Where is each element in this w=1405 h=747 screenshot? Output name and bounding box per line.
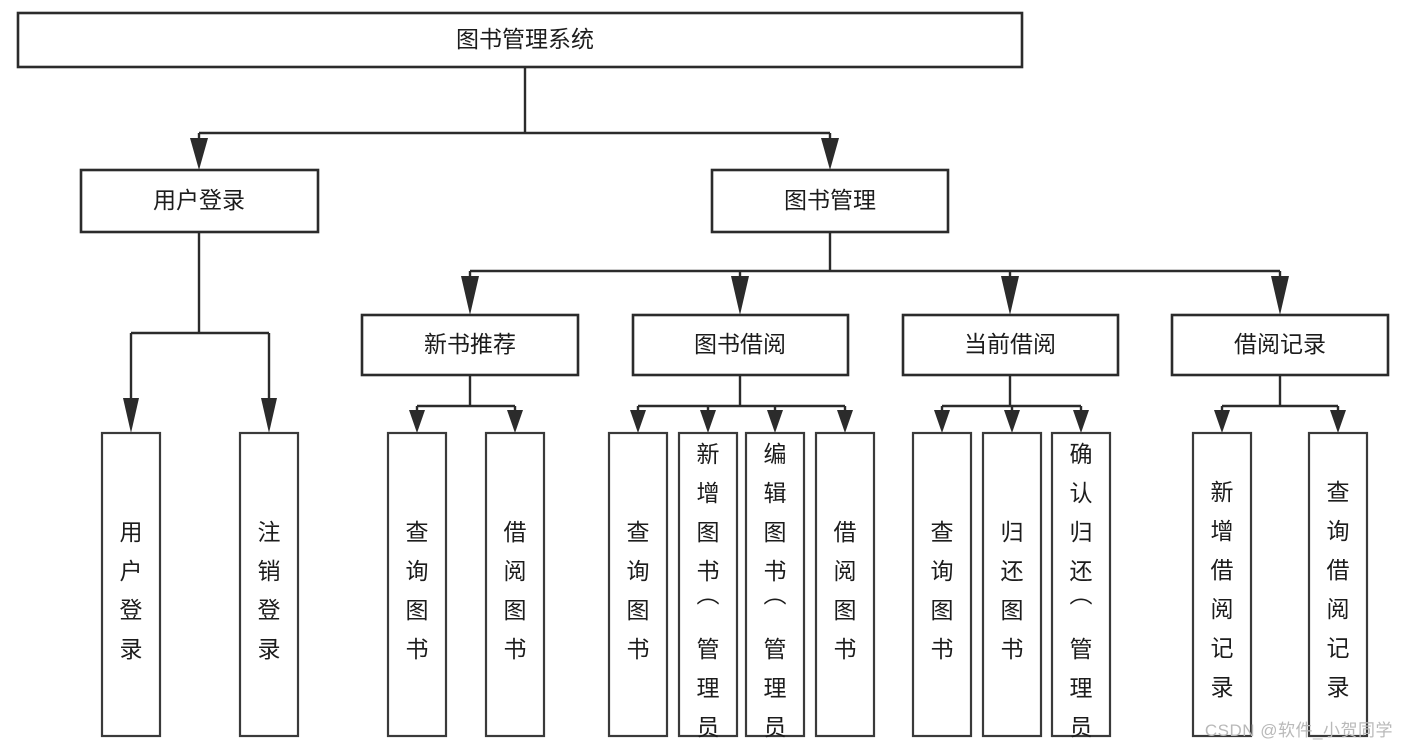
node-leaf-rec-add-box[interactable] bbox=[1191, 431, 1253, 738]
node-leaf-cur-query-label: 查询图书 bbox=[931, 519, 954, 662]
connector-bookborrow-to-leaves bbox=[630, 375, 853, 433]
node-leaf-cur-confirm-label: 确认归还⌒管理员⌄ bbox=[1070, 441, 1093, 747]
node-borrow-record-label: 借阅记录 bbox=[1234, 331, 1326, 357]
node-leaf-rec-borrow-label: 借阅图书 bbox=[504, 519, 527, 662]
node-leaf-borrow-lend-box[interactable] bbox=[814, 431, 876, 738]
arrow-head-current-borrow bbox=[1001, 276, 1019, 315]
node-leaf-rec-query-label: 查询图书 bbox=[406, 519, 429, 662]
node-leaf-cur-query-box[interactable] bbox=[911, 431, 973, 738]
node-borrow-record[interactable]: 借阅记录 bbox=[1170, 313, 1390, 377]
node-book-manage-box[interactable] bbox=[710, 168, 950, 234]
node-book-borrow[interactable]: 图书借阅 bbox=[631, 313, 850, 377]
node-leaf-user-login[interactable]: 用户登录 bbox=[100, 431, 162, 738]
connector-currentborrow-to-leaves bbox=[934, 375, 1089, 433]
node-leaf-borrow-edit-box[interactable] bbox=[744, 431, 806, 738]
node-leaf-rec-query[interactable]: 查询图书 bbox=[386, 431, 448, 738]
node-leaf-cur-confirm-box[interactable] bbox=[1050, 431, 1112, 738]
arrow-head-leaf-borrow-edit bbox=[767, 410, 783, 433]
arrow-head-leaf-borrow-query bbox=[630, 410, 646, 433]
node-user-login-label: 用户登录 bbox=[153, 187, 245, 213]
node-leaf-borrow-lend[interactable]: 借阅图书 bbox=[814, 431, 876, 738]
arrow-head-leaf-user-logout bbox=[261, 398, 277, 433]
node-book-borrow-label: 图书借阅 bbox=[694, 331, 786, 357]
node-leaf-borrow-edit-label: 编辑图书⌒管理员⌄ bbox=[764, 441, 787, 747]
node-leaf-cur-return[interactable]: 归还图书 bbox=[981, 431, 1043, 738]
node-borrow-record-box[interactable] bbox=[1170, 313, 1390, 377]
connector-bookmanage-to-level3 bbox=[461, 232, 1289, 315]
node-book-manage[interactable]: 图书管理 bbox=[710, 168, 950, 234]
node-leaf-rec-add[interactable]: 新增借阅记录 bbox=[1191, 431, 1253, 738]
arrow-head-user-login bbox=[190, 138, 208, 170]
node-leaf-cur-return-box[interactable] bbox=[981, 431, 1043, 738]
node-leaf-borrow-lend-label: 借阅图书 bbox=[834, 519, 857, 662]
node-leaf-user-login-label: 用户登录 bbox=[120, 519, 143, 662]
node-leaf-rec-search[interactable]: 查询借阅记录 bbox=[1307, 431, 1369, 738]
node-book-borrow-box[interactable] bbox=[631, 313, 850, 377]
node-leaf-cur-query[interactable]: 查询图书 bbox=[911, 431, 973, 738]
arrow-head-leaf-rec-query bbox=[409, 410, 425, 433]
node-leaf-rec-search-label: 查询借阅记录 bbox=[1327, 479, 1350, 700]
node-current-borrow[interactable]: 当前借阅 bbox=[901, 313, 1120, 377]
node-new-book-rec-box[interactable] bbox=[360, 313, 580, 377]
node-root-box[interactable] bbox=[16, 11, 1024, 69]
arrow-head-book-manage bbox=[821, 138, 839, 170]
node-current-borrow-box[interactable] bbox=[901, 313, 1120, 377]
node-book-manage-label: 图书管理 bbox=[784, 187, 876, 213]
node-leaf-rec-query-box[interactable] bbox=[386, 431, 448, 738]
node-leaf-user-login-box[interactable] bbox=[100, 431, 162, 738]
node-leaf-rec-borrow-box[interactable] bbox=[484, 431, 546, 738]
node-leaf-borrow-add-label: 新增图书⌒管理员⌄ bbox=[697, 441, 720, 747]
connector-borrowrecord-to-leaves bbox=[1214, 375, 1346, 433]
node-root-label: 图书管理系统 bbox=[456, 26, 594, 52]
arrow-head-leaf-user-login bbox=[123, 398, 139, 433]
node-root[interactable]: 图书管理系统 bbox=[16, 11, 1024, 69]
node-leaf-user-logout-box[interactable] bbox=[238, 431, 300, 738]
arrow-head-leaf-rec-borrow bbox=[507, 410, 523, 433]
arrow-head-leaf-cur-confirm bbox=[1073, 410, 1089, 433]
node-leaf-borrow-query-label: 查询图书 bbox=[627, 519, 650, 662]
arrow-head-leaf-borrow-lend bbox=[837, 410, 853, 433]
arrow-head-leaf-cur-query bbox=[934, 410, 950, 433]
csdn-watermark: CSDN @软件_小贺同学 bbox=[1204, 721, 1393, 740]
node-new-book-rec-label: 新书推荐 bbox=[424, 331, 516, 357]
node-current-borrow-label: 当前借阅 bbox=[964, 331, 1056, 357]
arrow-head-borrow-record bbox=[1271, 276, 1289, 315]
arrow-head-leaf-cur-return bbox=[1004, 410, 1020, 433]
node-leaf-rec-borrow[interactable]: 借阅图书 bbox=[484, 431, 546, 738]
node-leaf-user-logout-label: 注销登录 bbox=[258, 519, 281, 662]
arrow-head-leaf-rec-search bbox=[1330, 410, 1346, 433]
node-new-book-rec[interactable]: 新书推荐 bbox=[360, 313, 580, 377]
connector-root-to-level2 bbox=[190, 67, 839, 170]
node-leaf-borrow-add-box[interactable] bbox=[677, 431, 739, 738]
node-leaf-rec-search-box[interactable] bbox=[1307, 431, 1369, 738]
node-user-login-box[interactable] bbox=[79, 168, 320, 234]
node-leaf-cur-return-label: 归还图书 bbox=[1001, 519, 1024, 662]
arrow-head-leaf-borrow-add bbox=[700, 410, 716, 433]
node-user-login[interactable]: 用户登录 bbox=[79, 168, 320, 234]
node-leaf-borrow-query-box[interactable] bbox=[607, 431, 669, 738]
arrow-head-book-borrow bbox=[731, 276, 749, 315]
arrow-head-new-book-rec bbox=[461, 276, 479, 315]
node-leaf-borrow-query[interactable]: 查询图书 bbox=[607, 431, 669, 738]
arrow-head-leaf-rec-add bbox=[1214, 410, 1230, 433]
connector-newbookrec-to-leaves bbox=[409, 375, 523, 433]
node-leaf-rec-add-label: 新增借阅记录 bbox=[1211, 479, 1234, 700]
node-leaf-borrow-add[interactable]: 新增图书⌒管理员⌄ bbox=[677, 431, 739, 747]
connector-userlogin-to-leaves bbox=[123, 232, 277, 433]
node-leaf-cur-confirm[interactable]: 确认归还⌒管理员⌄ bbox=[1050, 431, 1112, 747]
node-leaf-borrow-edit[interactable]: 编辑图书⌒管理员⌄ bbox=[744, 431, 806, 747]
node-leaf-user-logout[interactable]: 注销登录 bbox=[238, 431, 300, 738]
